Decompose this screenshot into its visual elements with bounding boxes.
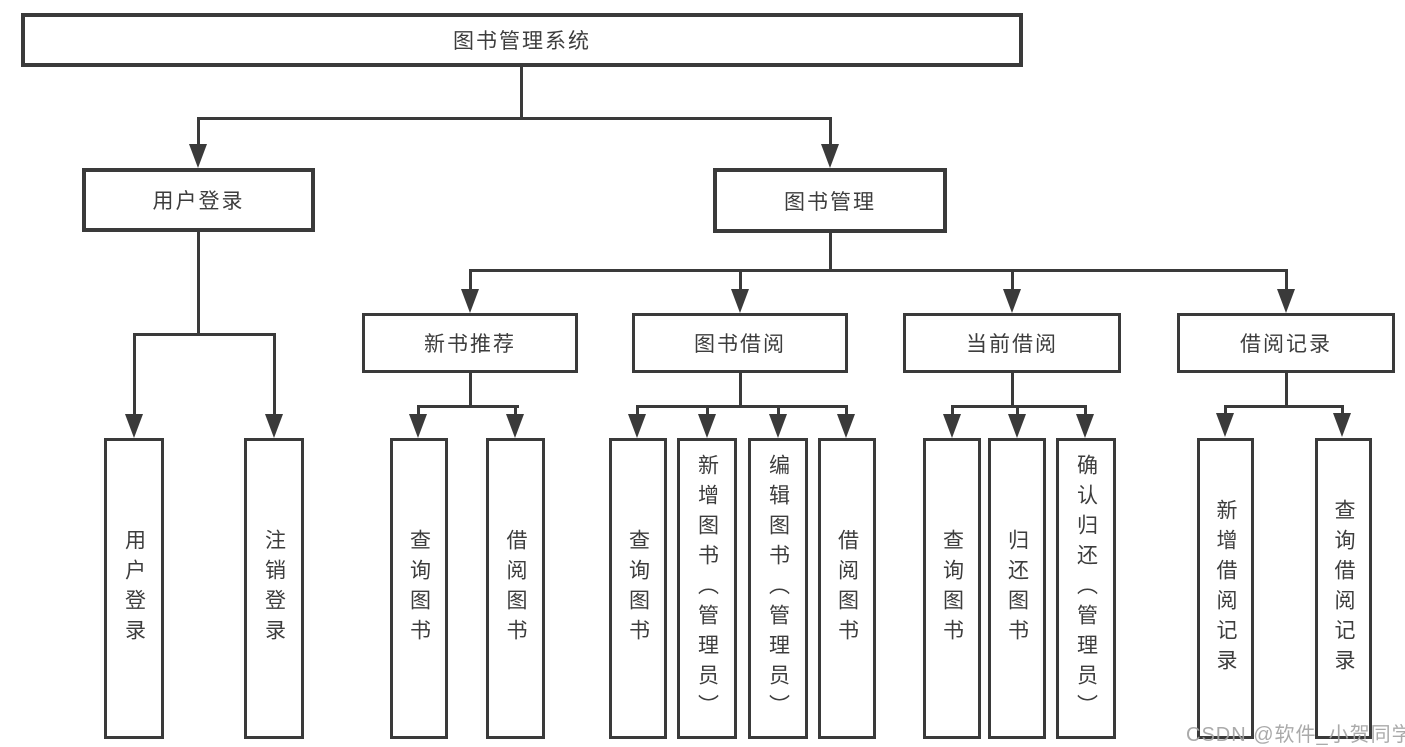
arrow-down-icon xyxy=(698,414,716,438)
leaf-add-book-admin: 新增图书（管理员） xyxy=(677,438,737,739)
connector-line xyxy=(1084,405,1087,419)
arrow-down-icon xyxy=(821,144,839,168)
arrow-down-icon xyxy=(461,289,479,313)
leaf-borrow-books: 借阅图书 xyxy=(486,438,545,739)
arrow-down-icon xyxy=(769,414,787,438)
node-book-borrow: 图书借阅 xyxy=(632,313,848,373)
node-user-login: 用户登录 xyxy=(82,168,315,232)
arrow-down-icon xyxy=(1008,414,1026,438)
connector-line xyxy=(133,333,276,336)
leaf-user-login: 用户登录 xyxy=(104,438,164,739)
arrow-down-icon xyxy=(731,289,749,313)
arrow-down-icon xyxy=(506,414,524,438)
arrow-down-icon xyxy=(628,414,646,438)
leaf-logout: 注销登录 xyxy=(244,438,304,739)
connector-line xyxy=(1016,405,1019,419)
connector-line xyxy=(1011,373,1014,408)
connector-line xyxy=(417,405,519,408)
node-borrow-record: 借阅记录 xyxy=(1177,313,1395,373)
node-new-book-recommend: 新书推荐 xyxy=(362,313,578,373)
arrow-down-icon xyxy=(943,414,961,438)
connector-line xyxy=(1224,405,1344,408)
connector-line xyxy=(1224,405,1227,419)
connector-line xyxy=(845,405,848,419)
connector-line xyxy=(1285,373,1288,408)
leaf-edit-book-admin: 编辑图书（管理员） xyxy=(748,438,808,739)
node-current-borrow: 当前借阅 xyxy=(903,313,1121,373)
connector-line xyxy=(829,232,832,272)
connector-line xyxy=(829,117,832,149)
leaf-query-books-3: 查询图书 xyxy=(923,438,981,739)
arrow-down-icon xyxy=(1333,413,1351,437)
leaf-confirm-return-admin: 确认归还（管理员） xyxy=(1056,438,1116,739)
connector-line xyxy=(469,269,1288,272)
connector-line xyxy=(197,117,200,149)
connector-line xyxy=(514,405,517,419)
connector-line xyxy=(951,405,1087,408)
node-library-system: 图书管理系统 xyxy=(21,13,1023,67)
arrow-down-icon xyxy=(1277,289,1295,313)
arrow-down-icon xyxy=(1216,413,1234,437)
leaf-query-books: 查询图书 xyxy=(390,438,448,739)
arrow-down-icon xyxy=(189,144,207,168)
connector-line xyxy=(197,232,200,336)
connector-line xyxy=(1011,269,1014,293)
arrow-down-icon xyxy=(125,414,143,438)
arrow-down-icon xyxy=(1003,289,1021,313)
arrow-down-icon xyxy=(837,414,855,438)
connector-line xyxy=(706,405,709,419)
connector-line xyxy=(133,333,136,417)
leaf-add-borrow-record: 新增借阅记录 xyxy=(1197,438,1254,739)
connector-line xyxy=(1341,405,1344,419)
watermark: CSDN @软件_小贺同学 xyxy=(1186,724,1405,746)
connector-line xyxy=(417,405,420,419)
connector-line xyxy=(951,405,954,419)
connector-line xyxy=(469,373,472,408)
connector-line xyxy=(1285,269,1288,293)
connector-line xyxy=(197,117,832,120)
arrow-down-icon xyxy=(409,414,427,438)
connector-line xyxy=(273,333,276,417)
connector-line xyxy=(739,373,742,408)
connector-line xyxy=(469,269,472,293)
leaf-borrow-books-2: 借阅图书 xyxy=(818,438,876,739)
leaf-query-borrow-record: 查询借阅记录 xyxy=(1315,438,1372,739)
leaf-query-books-2: 查询图书 xyxy=(609,438,667,739)
connector-line xyxy=(636,405,848,408)
arrow-down-icon xyxy=(265,414,283,438)
connector-line xyxy=(636,405,639,419)
connector-line xyxy=(520,67,523,118)
arrow-down-icon xyxy=(1076,414,1094,438)
node-book-management: 图书管理 xyxy=(713,168,947,233)
leaf-return-book: 归还图书 xyxy=(988,438,1046,739)
connector-line xyxy=(777,405,780,419)
connector-line xyxy=(739,269,742,293)
